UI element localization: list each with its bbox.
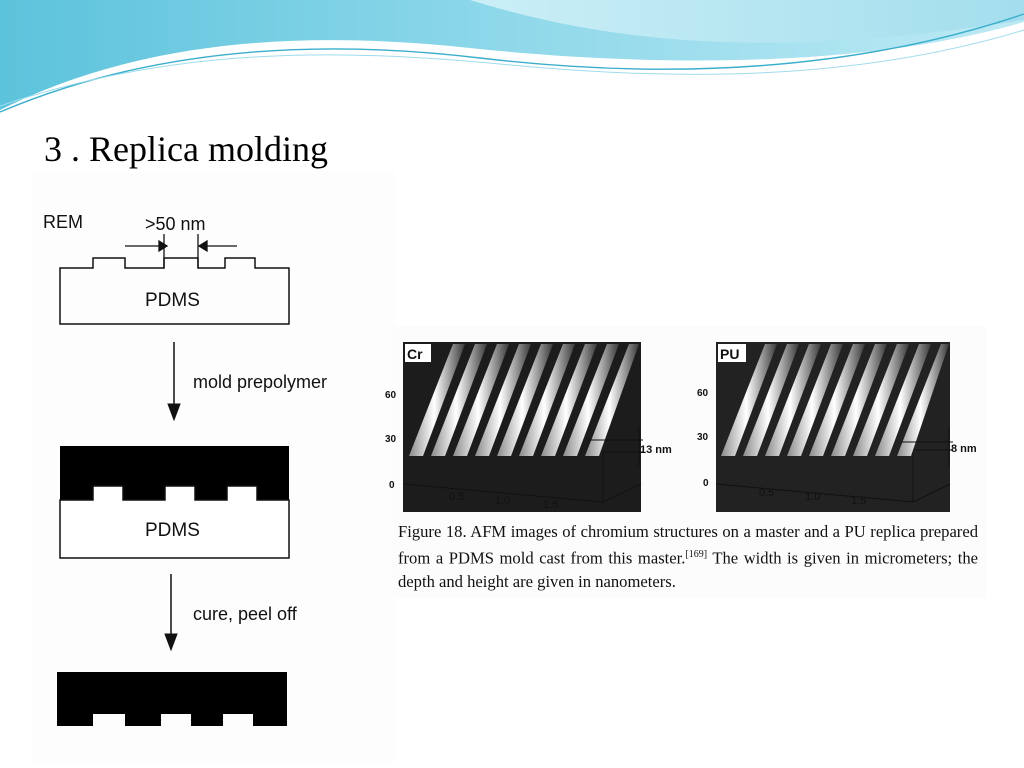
pdms-label-top: PDMS: [145, 290, 200, 311]
pdms-stamp-outline: [59, 257, 290, 325]
afm-panel-pu: PU 60 30 0 0.5 1.0 1.5 8 nm: [697, 342, 977, 512]
pdms-label-mid: PDMS: [145, 520, 200, 541]
header-wave-banner: [0, 0, 1024, 113]
cr-y-tick-0: 0: [389, 480, 395, 491]
step-label-cure-peel-off: cure, peel off: [193, 604, 298, 624]
caption-text: Figure 18. AFM images of chromium struct…: [398, 522, 978, 568]
cr-y-tick-60: 60: [385, 390, 397, 401]
caption-reference: [169]: [685, 549, 708, 560]
cr-depth-label: 13 nm: [640, 444, 672, 456]
afm-panel-cr: Cr 60 30 0 0.5 1.0 1.5 13 nm: [385, 342, 672, 512]
pu-y-tick-30: 30: [697, 432, 709, 443]
rem-process-diagram: REM >50 nm PDMS mold prepolymer PDMS cur…: [33, 172, 395, 762]
cr-x-tick-2: 1.0: [495, 495, 510, 507]
pu-ridges: [721, 344, 949, 456]
pu-y-tick-0: 0: [703, 478, 709, 489]
slide-title: 3 . Replica molding: [44, 129, 328, 169]
cr-x-tick-3: 1.5: [543, 499, 558, 511]
step-label-mold-prepolymer: mold prepolymer: [193, 372, 327, 392]
pu-y-tick-60: 60: [697, 388, 709, 399]
pu-x-tick-3: 1.5: [851, 495, 866, 507]
pu-axes: [715, 426, 953, 503]
pu-x-tick-1: 0.5: [759, 487, 774, 499]
panel-label-cr: Cr: [407, 346, 423, 362]
cr-y-tick-30: 30: [385, 434, 397, 445]
process-arrow-2: [164, 574, 178, 652]
pu-depth-label: 8 nm: [951, 443, 977, 455]
cr-ridges: [409, 344, 639, 456]
afm-figure: Cr 60 30 0 0.5 1.0 1.5 13 nm: [385, 326, 987, 598]
feature-width-label: >50 nm: [145, 214, 206, 234]
figure-caption: Figure 18. AFM images of chromium struct…: [398, 520, 978, 593]
replica-structure: [57, 672, 287, 726]
process-arrow-1: [167, 342, 181, 422]
caption-text-continued: The width is given in micrometers; the d…: [398, 548, 978, 591]
cr-axes: [402, 426, 643, 503]
dimension-arrows: [125, 234, 237, 268]
pu-x-tick-2: 1.0: [805, 491, 820, 503]
pdms-mold-outline: [59, 485, 290, 559]
cr-x-tick-1: 0.5: [449, 491, 464, 503]
panel-label-rem: REM: [43, 212, 83, 232]
panel-label-pu: PU: [720, 346, 739, 362]
